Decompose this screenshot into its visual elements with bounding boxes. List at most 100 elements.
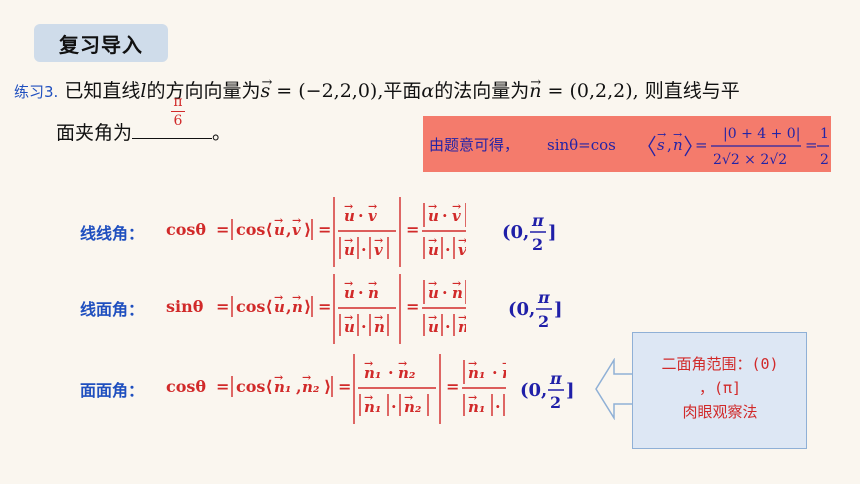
- formula-label-plane-plane: 面面角：: [80, 381, 145, 400]
- problem-line2-end: 。: [212, 122, 232, 144]
- arrow-icon: →: [364, 357, 373, 370]
- problem-line-2: 面夹角为 。: [56, 118, 231, 145]
- formula-svg-1: sinθ=cos⟨u→,n→⟩=u→·n→u→·n→=u→·n→u→·n→: [166, 274, 480, 344]
- dot: ·: [358, 206, 364, 225]
- section-badge: 复习导入: [34, 24, 168, 62]
- formula-func: cosθ: [166, 377, 206, 396]
- cos-close: ⟩: [324, 377, 331, 396]
- sol-result-den: 2: [820, 152, 829, 168]
- dot: ·: [495, 397, 501, 416]
- answer-fraction: π 6: [171, 94, 185, 129]
- solution-sin: sinθ=cos: [547, 136, 616, 154]
- equals: =: [446, 377, 459, 396]
- arrow-icon: →: [452, 277, 461, 290]
- problem-text-c: 平面: [383, 80, 422, 102]
- callout-line-2: ，(π]: [698, 379, 742, 397]
- formula-func: sinθ: [166, 297, 204, 316]
- equals: =: [318, 297, 331, 316]
- range-den: 2: [532, 235, 543, 254]
- den2-vec-2: v: [458, 241, 466, 259]
- den-vec-2: n: [374, 318, 385, 336]
- arrow-icon: →: [458, 311, 466, 324]
- n-expression: = (0,2,2),: [547, 80, 639, 102]
- arrow-icon: →: [274, 371, 283, 384]
- callout-line-1: 二面角范围：(0): [661, 355, 779, 373]
- arrow-icon: →: [673, 128, 682, 141]
- angle-bracket-right: [684, 135, 692, 157]
- arrow-icon: →: [368, 277, 377, 290]
- arrow-icon: →: [452, 200, 461, 213]
- cos-open: cos⟨: [236, 377, 273, 396]
- den-vec-2: v: [374, 241, 383, 259]
- arrow-icon: →: [261, 75, 273, 90]
- arrow-icon: →: [292, 214, 301, 227]
- dot: ·: [445, 240, 451, 259]
- arrow-icon: →: [428, 234, 437, 247]
- solution-prefix: 由题意可得，: [429, 136, 519, 154]
- cos-close: ⟩: [304, 297, 311, 316]
- den-vec-1: u: [344, 318, 355, 336]
- vec-n: n→: [529, 75, 541, 102]
- den2-vec-2: n: [458, 318, 466, 336]
- formula-plane-plane: cosθ=cos⟨n₁→,n₂→⟩=n₁→·n₂→n₁→·n₂→=n₁→·n₂→…: [166, 352, 540, 431]
- solution-box: [423, 116, 831, 172]
- problem-text-b: 的方向向量为: [146, 80, 261, 102]
- range-den: 2: [550, 393, 561, 412]
- arrow-icon: →: [502, 357, 506, 370]
- dot: ·: [445, 317, 451, 336]
- problem-text-e: 则直线与平: [644, 80, 740, 102]
- num-vec-1: u: [344, 207, 355, 225]
- sol-comma: ,: [667, 136, 672, 154]
- sol-equals-2: =: [805, 136, 818, 154]
- equals: =: [318, 220, 331, 239]
- formula-label-line-plane: 线面角：: [80, 300, 145, 319]
- range-open: (0,: [520, 380, 547, 401]
- range-open: (0,: [508, 299, 535, 320]
- vec-2: n: [292, 298, 303, 316]
- num2-vec-1: u: [428, 207, 439, 225]
- callout-line-3: 肉眼观察法: [682, 403, 758, 421]
- formula-svg-2: cosθ=cos⟨n₁→,n₂→⟩=n₁→·n₂→n₁→·n₂→=n₁→·n₂→…: [166, 354, 540, 424]
- range-num: π: [531, 212, 544, 230]
- arrow-icon: →: [428, 277, 437, 290]
- range-den: 2: [538, 312, 549, 331]
- equals: =: [338, 377, 351, 396]
- dot: ·: [388, 363, 394, 382]
- cos-close: ⟩: [304, 220, 311, 239]
- answer-blank: [132, 122, 213, 139]
- num2-vec-2: v: [452, 207, 461, 225]
- sol-vec-s: s: [657, 136, 665, 154]
- arrow-icon: →: [344, 277, 353, 290]
- comma: ,: [286, 220, 292, 239]
- arrow-icon: →: [468, 357, 477, 370]
- num2-vec-1: u: [428, 284, 439, 302]
- solution-formula: 由题意可得， sinθ=cos s → , n → = |0 + 4 + 0| …: [423, 116, 831, 172]
- den2-vec-1: u: [428, 241, 439, 259]
- num-vec-2: v: [368, 207, 377, 225]
- equals: =: [406, 297, 419, 316]
- arrow-icon: →: [344, 234, 353, 247]
- arrow-icon: →: [292, 291, 301, 304]
- equals: =: [216, 220, 229, 239]
- den-vec-1: n₁: [364, 398, 381, 416]
- problem-text-a: 已知直线: [64, 80, 141, 102]
- equals: =: [406, 220, 419, 239]
- num-vec-2: n: [368, 284, 379, 302]
- comma: ,: [286, 297, 292, 316]
- problem-line2-text: 面夹角为: [56, 122, 133, 144]
- den2-vec-1: u: [428, 318, 439, 336]
- answer-numerator: π: [173, 94, 183, 110]
- dot: ·: [358, 283, 364, 302]
- dot: ·: [442, 283, 448, 302]
- num-vec-1: u: [344, 284, 355, 302]
- dot: ·: [361, 240, 367, 259]
- range-svg-0: (0, π 2 ]: [502, 211, 557, 254]
- arrow-icon: →: [274, 291, 283, 304]
- arrow-icon: →: [428, 200, 437, 213]
- range-svg-2: (0, π 2 ]: [520, 369, 575, 412]
- den-vec-1: u: [344, 241, 355, 259]
- equals: =: [216, 377, 229, 396]
- range-svg-1: (0, π 2 ]: [508, 288, 563, 331]
- vec-1: u: [274, 298, 285, 316]
- arrow-icon: →: [428, 311, 437, 324]
